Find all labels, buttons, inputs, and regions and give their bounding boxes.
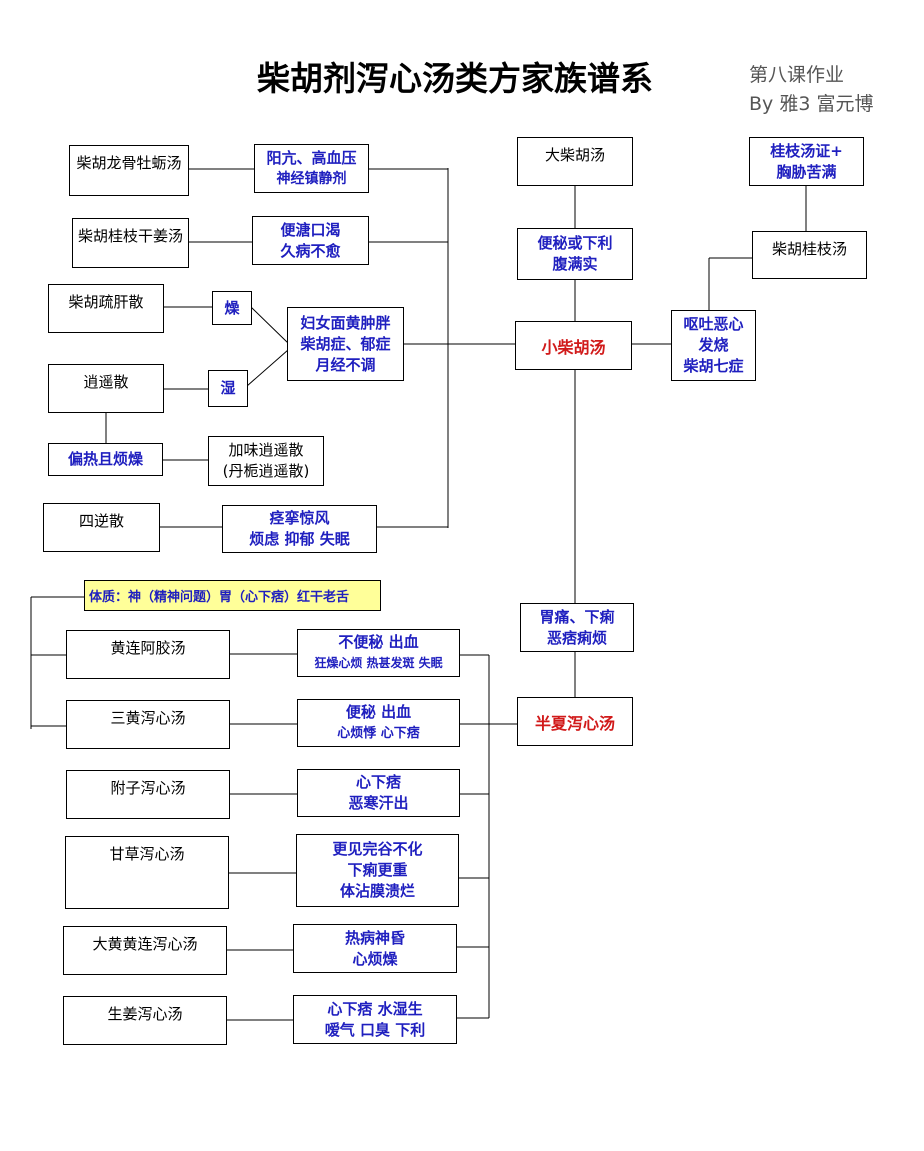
symptom-line: 胸胁苦满 (776, 162, 837, 181)
symptom-line: 柴胡七症 (683, 357, 744, 375)
dry-text: 燥 (224, 298, 240, 317)
symptom-guizhi: 桂枝汤证+ 胸胁苦满 (749, 137, 864, 186)
symptom-dahuang-huanglian: 热病神昏 心烦燥 (293, 924, 457, 973)
symptom-gancao: 更见完谷不化 下痢更重 体沾膜溃烂 (296, 834, 459, 907)
formula-dahuang-huanglian-xiexin: 大黄黄连泻心汤 (63, 926, 227, 975)
formula-huanglian-ejiao: 黄连阿胶汤 (66, 630, 230, 679)
symptom-longgu: 阳亢、高血压 神经镇静剂 (254, 144, 369, 193)
symptom-line: 胃痛、下痢 (539, 607, 615, 626)
symptom-sini: 痉挛惊风 烦虑 抑郁 失眠 (222, 505, 377, 553)
formula-dachaihu: 大柴胡汤 (517, 137, 633, 186)
damp-text: 湿 (220, 379, 236, 397)
symptom-sanhuang: 便秘 出血 心烦悸 心下痞 (297, 699, 460, 747)
symptom-line: 月经不调 (315, 355, 376, 374)
symptom-line: 阳亢、高血压 (266, 148, 357, 167)
symptom-line: 烦虑 抑郁 失眠 (249, 530, 350, 548)
diagram-title: 柴胡剂泻心汤类方家族谱系 (257, 59, 653, 98)
formula-chaihu-guizhi: 柴胡桂枝汤 (752, 231, 867, 279)
symptom-line: 下痢更重 (347, 861, 408, 879)
formula-fuzi-xiexin: 附子泻心汤 (66, 770, 230, 819)
constitution-note: 体质：神（精神问题）胃（心下痞）红干老舌 (84, 580, 381, 611)
symptom-qizheng: 呕吐恶心 发烧 柴胡七症 (671, 310, 756, 381)
symptom-shengjiang: 心下痞 水湿生 嗳气 口臭 下利 (293, 995, 457, 1044)
symptom-line: 柴胡症、郁症 (300, 334, 391, 353)
symptom-line: 呕吐恶心 (683, 315, 744, 333)
formula-xiaochaihu: 小柴胡汤 (515, 321, 632, 370)
symptom-line: 心烦燥 (352, 949, 398, 968)
formula-chaihu-longgu-muli: 柴胡龙骨牡蛎汤 (69, 145, 189, 196)
formula-chaihu-guizhi-ganjiang: 柴胡桂枝干姜汤 (72, 218, 189, 268)
symptom-line: 偏热且烦燥 (67, 450, 143, 468)
symptom-ganjiang: 便溏口渴 久病不愈 (252, 216, 369, 265)
symptom-line: 不便秘 出血 (338, 633, 419, 651)
symptom-weitong: 胃痛、下痢 恶痞痢烦 (520, 603, 634, 652)
symptom-line: 嗳气 口臭 下利 (324, 1020, 426, 1039)
symptom-line: 发烧 (698, 336, 729, 354)
symptom-line: 神经镇静剂 (276, 170, 347, 187)
symptom-line: 腹满实 (552, 255, 598, 273)
symptom-line: 热病神昏 (344, 928, 405, 947)
symptom-line: 痉挛惊风 (269, 509, 330, 527)
formula-line: (丹栀逍遥散) (222, 462, 310, 480)
formula-chaihu-shugan: 柴胡疏肝散 (48, 284, 164, 333)
formula-gancao-xiexin: 甘草泻心汤 (65, 836, 229, 909)
symptom-huanglian-ejiao: 不便秘 出血 狂燥心烦 热甚发斑 失眠 (297, 629, 460, 677)
symptom-line: 狂燥心烦 热甚发斑 失眠 (314, 656, 443, 670)
formula-sini: 四逆散 (43, 503, 160, 552)
symptom-line: 妇女面黄肿胖 (300, 313, 391, 332)
formula-jiawei-xiaoyao: 加味逍遥散 (丹栀逍遥散) (208, 436, 324, 486)
author-label: By 雅3 富元博 (749, 93, 874, 115)
symptom-pianre: 偏热且烦燥 (48, 443, 163, 476)
formula-banxia-xiexin: 半夏泻心汤 (517, 697, 633, 746)
symptom-line: 心下痞 (355, 773, 401, 791)
symptom-line: 桂枝汤证+ (770, 141, 843, 160)
symptom-line: 便溏口渴 (280, 220, 341, 239)
symptom-line: 更见完谷不化 (332, 840, 423, 858)
symptom-fuzi: 心下痞 恶寒汗出 (297, 769, 460, 817)
symptom-women: 妇女面黄肿胖 柴胡症、郁症 月经不调 (287, 307, 404, 381)
formula-shengjiang-xiexin: 生姜泻心汤 (63, 996, 227, 1045)
symptom-line: 便秘 出血 (345, 703, 412, 721)
symptom-line: 心烦悸 心下痞 (337, 726, 420, 741)
assignment-label: 第八课作业 (749, 64, 845, 86)
symptom-line: 恶痞痢烦 (546, 628, 607, 647)
formula-xiaoyao: 逍遥散 (48, 364, 164, 413)
symptom-dachaihu: 便秘或下利 腹满实 (517, 228, 633, 280)
formula-line: 加味逍遥散 (228, 441, 304, 459)
symptom-line: 久病不愈 (280, 241, 341, 260)
symptom-line: 体沾膜溃烂 (339, 882, 415, 900)
symptom-line: 心下痞 水湿生 (327, 999, 423, 1018)
symptom-line: 便秘或下利 (537, 234, 613, 252)
damp-label: 湿 (208, 370, 248, 407)
symptom-line: 恶寒汗出 (348, 794, 409, 812)
formula-sanhuang-xiexin: 三黄泻心汤 (66, 700, 230, 749)
dry-label: 燥 (212, 291, 252, 325)
